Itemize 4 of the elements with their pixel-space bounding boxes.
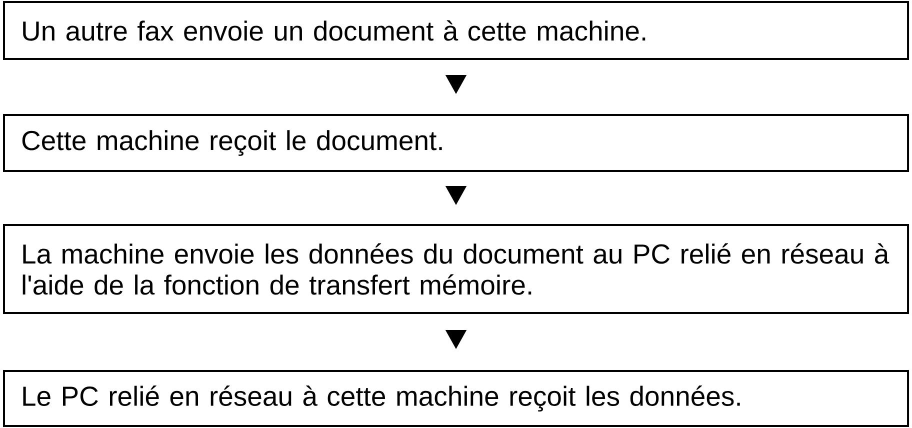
process-box: Un autre fax envoie un document à cette machine. <box>3 1 910 60</box>
process-box: Le PC relié en réseau à cette machine reçoit les données. <box>3 370 910 427</box>
process-box: La machine envoie les données du document au PC relié en réseau à l'aide de la fonction de transfert mémoire. <box>3 224 910 314</box>
process-box: Cette machine reçoit le document. <box>3 114 910 172</box>
